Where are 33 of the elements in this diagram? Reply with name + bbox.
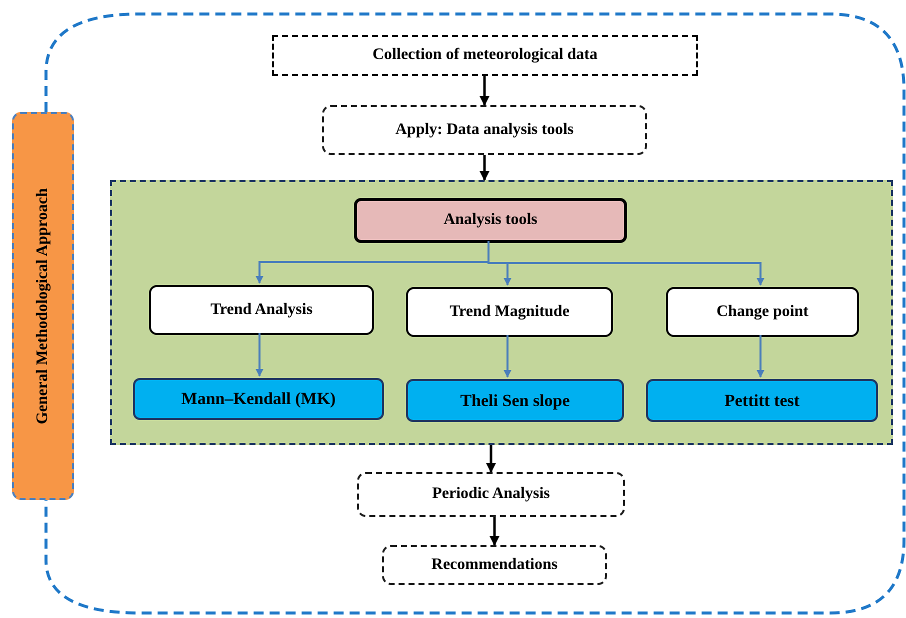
process-box [382,545,607,585]
box-label: Apply: Data analysis tools [395,120,574,140]
box-label: Pettitt test [724,390,800,410]
arrow [490,517,500,546]
method-box [133,378,384,420]
side-label-box [12,112,74,500]
process-box [272,35,698,76]
analysis-panel [110,180,893,445]
method-box [406,379,624,422]
box-label: Mann–Kendall (MK) [181,389,336,409]
box-label: Trend Magnitude [450,302,570,322]
box-label: Periodic Analysis [432,485,550,504]
box-label: Trend Analysis [210,300,313,320]
process-box [354,198,627,243]
arrow [480,76,490,106]
process-box [149,285,374,335]
arrow [504,335,512,378]
process-box [322,105,647,155]
vertical-title: General Methodological Approach [34,188,52,424]
box-label: Recommendations [431,556,558,574]
arrow [256,333,264,377]
box-label: Theli Sen slope [460,390,570,410]
box-label: Collection of meteorological data [372,46,598,65]
box-label: Change point [716,302,809,322]
process-box [666,287,859,337]
process-box [357,472,625,517]
method-box [646,379,878,422]
arrow [486,445,496,473]
process-box [406,287,613,337]
box-label: Analysis tools [444,211,538,230]
arrow [480,155,490,181]
arrow [488,241,764,286]
arrow [756,335,764,378]
